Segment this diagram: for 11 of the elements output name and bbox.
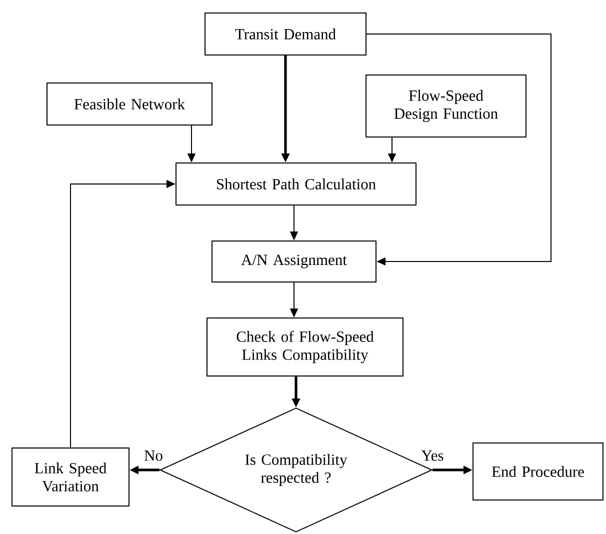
process-box: Flow-Speed Design Function (366, 74, 526, 138)
arrow (366, 34, 552, 266)
process-box: End Procedure (472, 442, 604, 500)
edge-label: Yes (421, 450, 444, 461)
process-box: A/N Assignment (212, 240, 376, 282)
process-box: Shortest Path Calculation (176, 162, 416, 206)
process-box: Transit Demand (204, 12, 366, 56)
edge-label: No (144, 450, 162, 461)
process-box: Link Speed Variation (12, 447, 130, 506)
process-box: Feasible Network (46, 82, 212, 126)
process-box: Check of Flow-Speed Links Compatibility (206, 317, 404, 376)
